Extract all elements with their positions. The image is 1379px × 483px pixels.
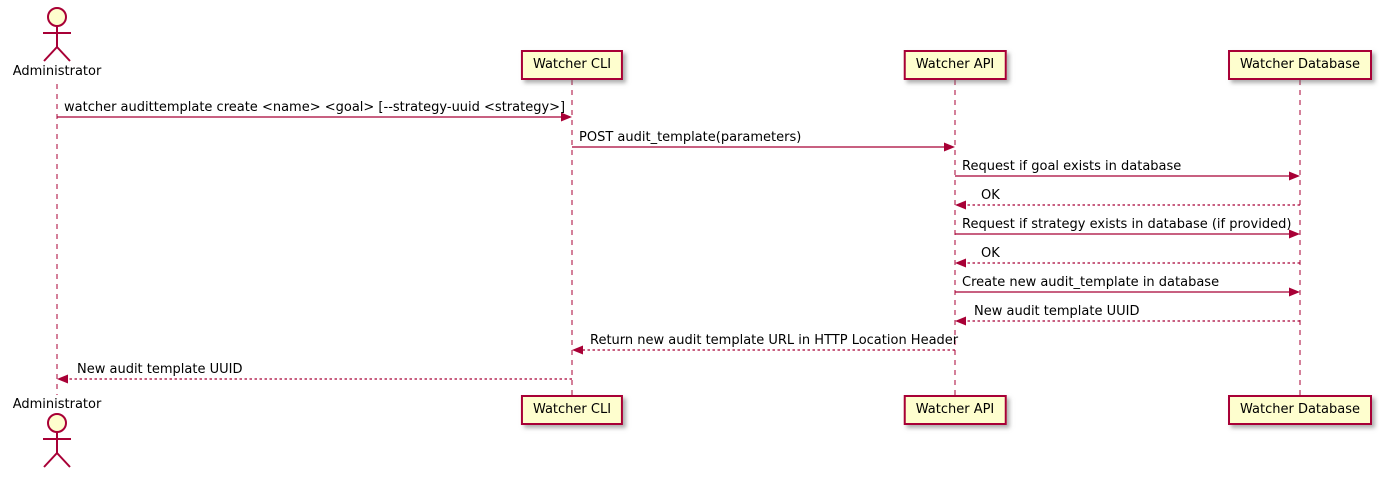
participant-watcher-api-top: Watcher API xyxy=(903,50,1007,80)
actor-label-bottom: Administrator xyxy=(12,397,102,412)
message-arrow-6 xyxy=(955,258,1300,268)
message-label-9: Return new audit template URL in HTTP Lo… xyxy=(590,333,959,348)
message-arrow-8 xyxy=(955,316,1300,326)
message-arrow-1 xyxy=(57,112,572,122)
message-label-8: New audit template UUID xyxy=(974,304,1140,319)
message-label-6: OK xyxy=(981,246,1000,261)
message-arrow-10 xyxy=(57,374,572,384)
message-arrow-9 xyxy=(572,345,955,355)
message-arrow-4 xyxy=(955,200,1300,210)
message-arrow-7 xyxy=(955,287,1300,297)
actor-figure-top xyxy=(43,7,71,62)
message-arrow-3 xyxy=(955,171,1300,181)
message-label-5: Request if strategy exists in database (… xyxy=(962,217,1292,232)
message-label-2: POST audit_template(parameters) xyxy=(579,130,802,145)
message-label-1: watcher audittemplate create <name> <goa… xyxy=(64,100,566,115)
message-label-7: Create new audit_template in database xyxy=(962,275,1220,290)
actor-figure-bottom xyxy=(43,413,71,468)
participant-watcher-cli-bottom: Watcher CLI xyxy=(520,395,624,425)
participant-watcher-cli-top: Watcher CLI xyxy=(520,50,624,80)
message-label-3: Request if goal exists in database xyxy=(962,159,1182,174)
message-arrow-2 xyxy=(572,142,955,152)
participant-watcher-database-bottom: Watcher Database xyxy=(1228,395,1372,425)
participant-watcher-api-bottom: Watcher API xyxy=(903,395,1007,425)
message-arrow-5 xyxy=(955,229,1300,239)
message-label-4: OK xyxy=(981,188,1000,203)
actor-label-top: Administrator xyxy=(12,64,102,79)
participant-watcher-database-top: Watcher Database xyxy=(1228,50,1372,80)
message-label-10: New audit template UUID xyxy=(77,362,243,377)
